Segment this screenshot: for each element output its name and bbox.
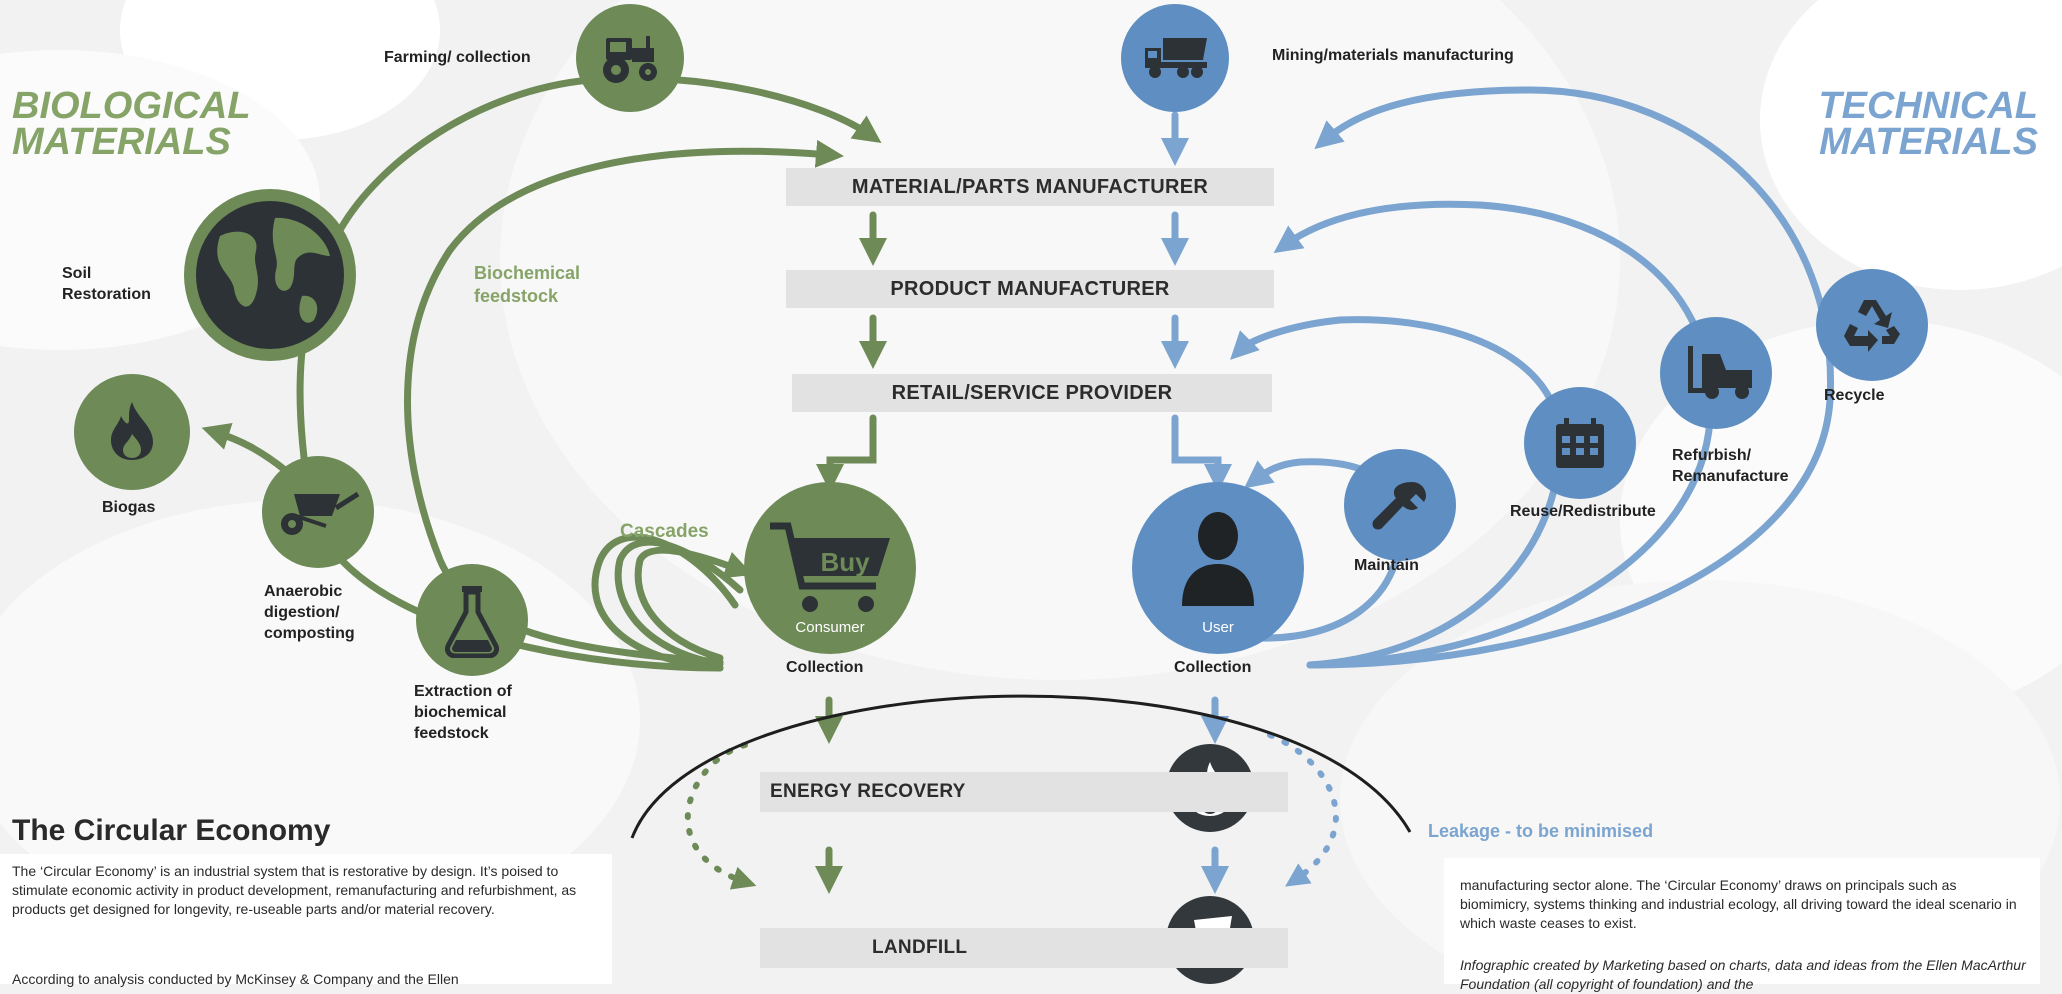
product-manufacturer-bar: PRODUCT MANUFACTURER xyxy=(786,270,1274,308)
leakage-arc xyxy=(630,694,1412,839)
flask-icon xyxy=(445,586,499,658)
left-paragraph-1: The ‘Circular Economy’ is an industrial … xyxy=(12,863,577,917)
biological-materials-title: BIOLOGICAL MATERIALS xyxy=(12,85,251,163)
forklift-icon xyxy=(1688,346,1752,399)
soil-restoration-label: Soil Restoration xyxy=(62,265,151,303)
recycle-icon xyxy=(1844,300,1900,352)
right-text-panel xyxy=(1444,858,2040,984)
energy-recovery-bar: ENERGY RECOVERY xyxy=(760,772,1288,812)
dump-truck-icon xyxy=(1145,38,1207,78)
flame-icon xyxy=(111,402,153,460)
globe-icon xyxy=(196,201,344,349)
calendar-icon xyxy=(1556,418,1604,468)
right-paragraph-1: manufacturing sector alone. The ‘Circula… xyxy=(1460,877,2017,931)
bio-collection-label: Collection xyxy=(786,659,864,676)
wrench-icon xyxy=(1372,482,1426,530)
left-paragraph-2: According to analysis conducted by McKin… xyxy=(12,971,459,987)
tech-collection-label: Collection xyxy=(1174,659,1252,676)
tech-leakage-dotted xyxy=(1267,732,1339,887)
right-paragraph-2: Infographic created by Marketing based o… xyxy=(1460,957,2026,992)
recycle-label: Recycle xyxy=(1824,387,1885,404)
person-icon xyxy=(1182,512,1254,606)
extraction-label: Extraction of biochemical feedstock xyxy=(414,683,512,742)
biochemical-feedstock-label: Biochemical feedstock xyxy=(474,263,581,307)
shopping-cart-icon xyxy=(770,522,890,612)
circular-economy-title: The Circular Economy xyxy=(12,814,331,847)
technical-materials-title: TECHNICAL MATERIALS xyxy=(1818,85,2038,163)
buy-label: Buy xyxy=(820,547,870,577)
leakage-label: Leakage - to be minimised xyxy=(1428,821,1654,841)
bio-leakage-dotted xyxy=(684,742,757,890)
consumer-label: Consumer xyxy=(795,619,865,636)
wheelbarrow-icon xyxy=(281,491,360,535)
biogas-label: Biogas xyxy=(102,499,156,516)
maintain-label: Maintain xyxy=(1354,557,1419,574)
mining-materials-label: Mining/materials manufacturing xyxy=(1272,47,1514,64)
retail-service-provider-bar: RETAIL/SERVICE PROVIDER xyxy=(792,374,1272,412)
tractor-icon xyxy=(603,36,657,83)
left-text-panel xyxy=(0,854,612,984)
landfill-bar: LANDFILL xyxy=(760,928,1288,968)
refurbish-remanufacture-label: Refurbish/ Remanufacture xyxy=(1672,447,1789,485)
farming-collection-label: Farming/ collection xyxy=(384,49,531,66)
cascades-label: Cascades xyxy=(620,521,709,542)
user-label: User xyxy=(1202,619,1234,636)
anaerobic-digestion-label: Anaerobic digestion/ composting xyxy=(264,583,355,642)
reuse-redistribute-label: Reuse/Redistribute xyxy=(1510,503,1656,520)
material-parts-manufacturer-bar: MATERIAL/PARTS MANUFACTURER xyxy=(786,168,1274,206)
